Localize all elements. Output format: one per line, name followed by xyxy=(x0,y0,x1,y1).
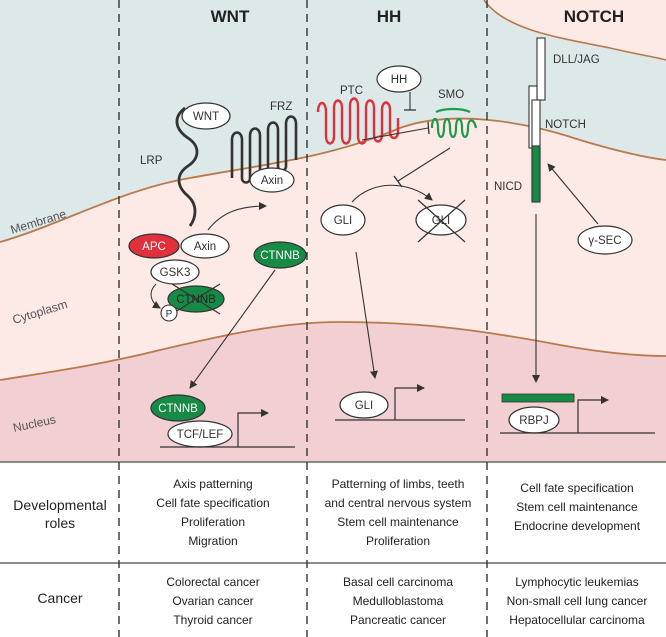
tcf-lef-label: TCF/LEF xyxy=(177,429,224,441)
phosphate-label: P xyxy=(166,309,173,320)
wnt-cancer: Ovarian cancer xyxy=(172,594,253,608)
hh-role: Proliferation xyxy=(366,534,430,548)
gli-active xyxy=(320,204,366,236)
gli-nuclear xyxy=(339,391,389,419)
ptc-inhibits-smo xyxy=(361,127,429,141)
developmental-roles-header-line2: roles xyxy=(45,515,75,531)
hh-role: Patterning of limbs, teeth xyxy=(332,477,465,491)
nicd-nuclear xyxy=(501,393,575,403)
gli-degraded-cross xyxy=(417,199,466,243)
wnt-transcription-arrow xyxy=(237,409,269,447)
dll-jag-label: DLL/JAG xyxy=(553,54,600,66)
wnt-role: Axis patterning xyxy=(173,477,252,491)
neighbor-cell xyxy=(484,0,666,60)
hh-cancer: Pancreatic cancer xyxy=(350,613,446,627)
axin-membrane-label: Axin xyxy=(261,175,283,187)
notch-cancer: Lymphocytic leukemias xyxy=(515,575,639,589)
ctnnb-free xyxy=(253,241,307,269)
wnt-role: Migration xyxy=(188,534,237,548)
inhibition-bar xyxy=(427,121,430,135)
ctnnb-nuclear xyxy=(150,394,206,422)
cleavage-arrow xyxy=(547,163,599,225)
dll-jag-ligand xyxy=(536,37,546,101)
nuclear-envelope xyxy=(0,321,666,381)
notch-title: NOTCH xyxy=(564,7,624,26)
gamma-secretase xyxy=(577,225,633,255)
hh-role: and central nervous system xyxy=(325,496,472,510)
ptc-label: PTC xyxy=(340,85,363,97)
ctnnb-free-label: CTNNB xyxy=(260,250,300,262)
ctnnb-translocation-arrow xyxy=(189,269,276,389)
lrp-receptor xyxy=(175,106,199,227)
cancer-header: Cancer xyxy=(37,590,82,606)
degraded-cross xyxy=(171,283,221,315)
wnt-role: Proliferation xyxy=(181,515,245,529)
notch-label: NOTCH xyxy=(545,119,586,131)
notch-cancer: Hepatocellular carcinoma xyxy=(509,613,645,627)
axin-membrane xyxy=(249,167,295,193)
axin-label: Axin xyxy=(194,241,216,253)
frz-label: FRZ xyxy=(270,101,292,113)
wnt-role: Cell fate specification xyxy=(156,496,269,510)
wnt-ligand xyxy=(181,102,231,130)
nicd-domain xyxy=(531,145,541,203)
hh-ligand xyxy=(376,65,422,93)
notch-role: Stem cell maintenance xyxy=(516,500,638,514)
smo-label: SMO xyxy=(438,89,464,101)
wnt-cancer: Thyroid cancer xyxy=(173,613,252,627)
lrp-label: LRP xyxy=(140,155,163,167)
smo-receptor xyxy=(430,107,478,139)
neighbor-membrane xyxy=(483,0,666,61)
cell-membrane xyxy=(0,117,666,243)
hh-ligand-label: HH xyxy=(391,74,408,86)
gsk3-label: GSK3 xyxy=(160,267,191,279)
apc-label: APC xyxy=(142,241,166,253)
notch-role: Endocrine development xyxy=(514,519,641,533)
nicd-label: NICD xyxy=(494,181,522,193)
phosphate xyxy=(160,304,178,322)
hh-cancer: Basal cell carcinoma xyxy=(343,575,453,589)
gli-active-label: GLI xyxy=(334,215,353,227)
ptc-receptor xyxy=(316,97,400,145)
notch-transcription-arrow xyxy=(577,396,609,433)
inhibition-bar xyxy=(393,175,403,188)
developmental-roles-header-line1: Developmental xyxy=(13,497,106,513)
wnt-ligand-label: WNT xyxy=(193,111,219,123)
gli-nuclear-label: GLI xyxy=(355,400,374,412)
smo-signal xyxy=(397,147,451,182)
hh-cancer: Medulloblastoma xyxy=(353,594,444,608)
axin-protein xyxy=(180,233,230,259)
table-background xyxy=(0,462,666,637)
nucleus-region xyxy=(0,322,666,462)
gamma-sec-label: γ-SEC xyxy=(588,235,621,247)
gsk3-protein xyxy=(150,259,200,285)
notch-cancer: Non-small cell lung cancer xyxy=(507,594,648,608)
phosphorylation-arrow xyxy=(150,283,161,309)
ctnnb-phos-label: CTNNB xyxy=(176,294,216,306)
hh-transcription-arrow xyxy=(394,384,425,420)
hh-role: Stem cell maintenance xyxy=(337,515,459,529)
rbpj-label: RBPJ xyxy=(519,415,548,427)
gli-processing-arrow xyxy=(351,184,433,203)
notch-role: Cell fate specification xyxy=(520,481,633,495)
hh-title: HH xyxy=(377,7,402,26)
axin-recruit-arrow xyxy=(207,202,267,231)
ctnnb-nuclear-label: CTNNB xyxy=(158,403,198,415)
wnt-title: WNT xyxy=(211,7,250,26)
wnt-cancer: Colorectal cancer xyxy=(166,575,259,589)
apc-protein xyxy=(128,233,180,259)
gli-translocation-arrow xyxy=(355,251,378,379)
